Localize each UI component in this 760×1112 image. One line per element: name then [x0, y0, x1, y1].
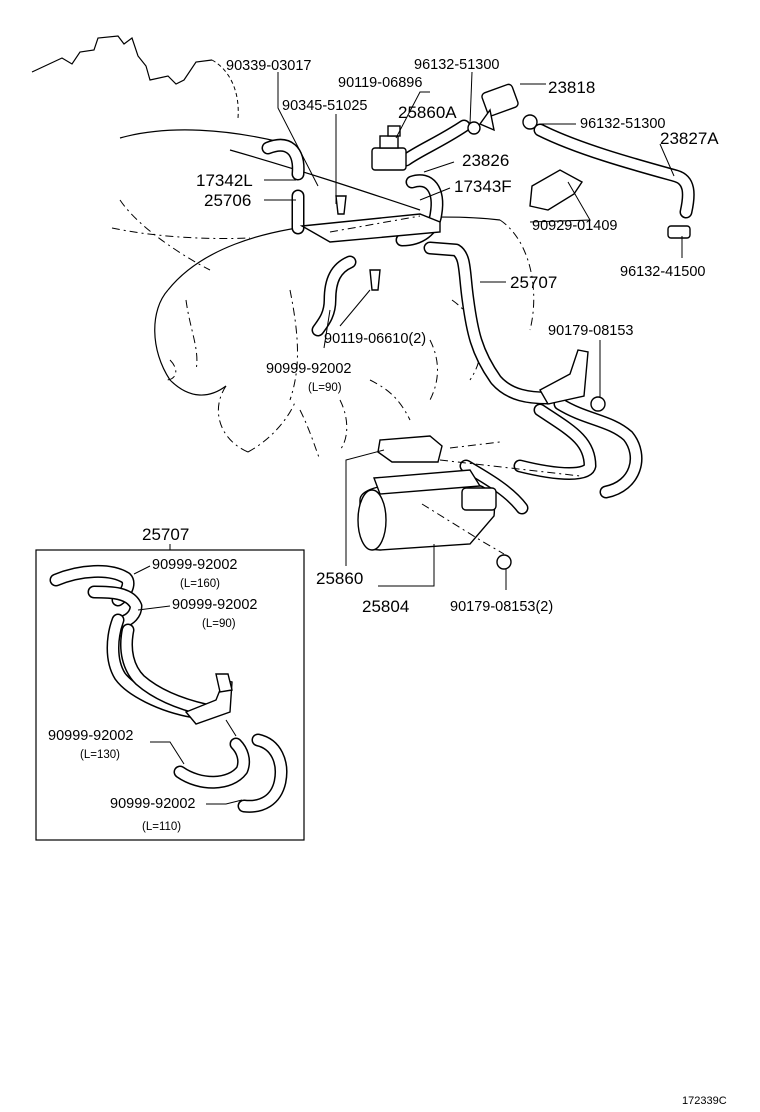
inset-hose-c-length: (L=130) [80, 749, 120, 761]
diagram-reference-code: 172339C [682, 1095, 727, 1107]
label-25804: 25804 [362, 597, 409, 616]
label-25706: 25706 [204, 191, 251, 210]
inset-hose-d-part: 90999-92002 [110, 796, 195, 812]
label-96132-41500: 96132-41500 [620, 264, 705, 280]
label-96132-51300-a: 96132-51300 [414, 57, 499, 73]
label-23818: 23818 [548, 78, 595, 97]
label-23826: 23826 [462, 151, 509, 170]
label-90179-08153-a: 90179-08153 [548, 323, 633, 339]
main-labels: 90339-03017 90119-06896 96132-51300 2381… [196, 57, 719, 616]
inset-hose-c-part: 90999-92002 [48, 728, 133, 744]
inset-hose-a-length: (L=160) [180, 578, 220, 590]
inset-hose-b-length: (L=90) [202, 618, 236, 630]
label-90999-92002-main: 90999-92002 [266, 361, 351, 377]
label-90179-08153-b: 90179-08153(2) [450, 599, 553, 615]
label-25707-main: 25707 [510, 273, 557, 292]
label-17342L: 17342L [196, 171, 253, 190]
label-17343F: 17343F [454, 177, 512, 196]
label-90119-06610: 90119-06610(2) [324, 331, 426, 347]
parts-main [299, 83, 691, 570]
inset-frame [35, 549, 305, 841]
inset-title: 25707 [142, 525, 189, 544]
label-90339-03017: 90339-03017 [226, 58, 311, 74]
label-23827A: 23827A [660, 129, 719, 148]
label-90345-51025: 90345-51025 [282, 98, 367, 114]
label-90119-06896: 90119-06896 [338, 75, 422, 91]
label-25860A: 25860A [398, 103, 457, 122]
inset-hose-a-part: 90999-92002 [152, 557, 237, 573]
connection-lines [329, 215, 581, 555]
label-90929-01409: 90929-01409 [532, 218, 617, 234]
inset-assembly: 25707 90999-92002 (L=160) 90999-92002 (L… [35, 525, 305, 841]
label-25860: 25860 [316, 569, 363, 588]
inset-hose-d-length: (L=110) [142, 821, 181, 833]
label-96132-51300-b: 96132-51300 [580, 116, 665, 132]
inset-hose-b-part: 90999-92002 [172, 597, 257, 613]
label-length-main: (L=90) [308, 382, 342, 394]
hoses-main [261, 119, 695, 515]
leader-lines [264, 71, 683, 590]
